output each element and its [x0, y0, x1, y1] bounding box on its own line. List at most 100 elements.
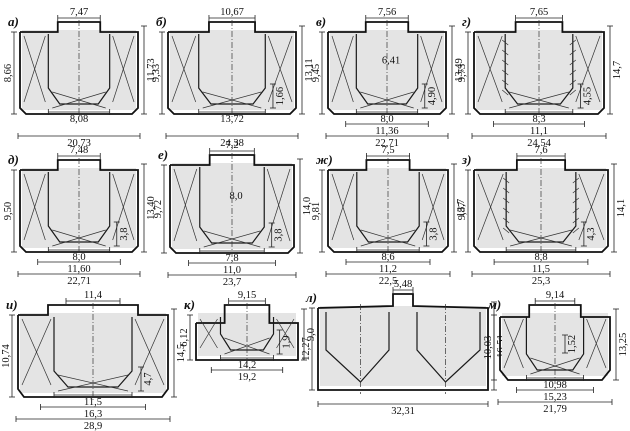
left-height-dimension: 9,50	[3, 202, 14, 220]
right-height-dimension: 11,73	[146, 58, 157, 81]
left-height-dimension: 9,73	[457, 64, 468, 82]
right-height-dimension: 13,25	[618, 333, 629, 357]
brace-line	[421, 173, 445, 241]
brace-line	[23, 35, 46, 103]
top-width-dimension: 7,47	[70, 7, 88, 18]
rib-mark	[501, 59, 509, 66]
left-height-dimension: 6,12	[179, 328, 190, 346]
overall-width-dimension: 21,79	[543, 404, 567, 415]
overall-width-dimension: 24,38	[220, 138, 244, 149]
brace-line	[199, 318, 218, 349]
middle-width-dimension: 19,2	[238, 372, 256, 383]
middle-width-dimension: 11,0	[223, 265, 241, 276]
brace-line	[266, 168, 291, 242]
brace-line	[575, 35, 601, 103]
section-fill	[320, 306, 486, 386]
rib-mark	[572, 187, 580, 194]
section-label: д)	[8, 152, 19, 167]
section-label: е)	[158, 147, 168, 162]
bottom-width-dimension: 11,5	[84, 397, 102, 408]
section-label: и)	[6, 297, 18, 312]
section-label: к)	[184, 297, 195, 312]
section-outline	[327, 159, 449, 253]
cavity-wall	[355, 34, 419, 105]
side-dimension: 1,9	[282, 335, 293, 348]
section-outline	[19, 21, 139, 115]
left-height-dimension: 9,33	[151, 64, 162, 82]
rib-mark	[501, 79, 509, 86]
bottom-width-dimension: 8,0	[380, 114, 393, 125]
left-height-dimension: 8,66	[3, 64, 14, 82]
section-outline	[167, 21, 297, 115]
brace-line	[224, 337, 270, 355]
rib-mark	[569, 39, 577, 46]
section-outline	[317, 293, 489, 391]
overall-width-dimension: 23,7	[223, 277, 241, 288]
side-dimension: 3,8	[119, 227, 130, 240]
bottom-width-dimension: 7,8	[225, 253, 238, 264]
brace-line	[171, 35, 197, 103]
top-width-dimension: 9,14	[546, 290, 565, 301]
rib-mark	[501, 89, 509, 96]
middle-width-dimension: 11,1	[530, 126, 548, 137]
cavity-wall	[356, 172, 420, 243]
bottom-width-dimension: 8,6	[381, 252, 394, 263]
brace-line	[173, 168, 198, 242]
top-width-dimension: 10,67	[220, 7, 244, 18]
side-dimension: 4,7	[143, 372, 154, 385]
rib-mark	[569, 89, 577, 96]
rib-mark	[502, 207, 510, 214]
bottom-width-dimension: 14,2	[238, 360, 256, 371]
top-width-dimension: 7,2	[225, 140, 238, 151]
section-outline	[17, 304, 169, 398]
side-dimension: 4,55	[583, 87, 594, 105]
section-outline	[19, 159, 139, 253]
left-height-dimension: 9,87	[457, 202, 468, 220]
left-height-dimension: 10,74	[1, 343, 12, 367]
rib-mark	[572, 177, 580, 184]
section-outline	[473, 21, 605, 115]
overall-width-dimension: 32,31	[391, 406, 415, 417]
top-width-dimension: 7,5	[381, 145, 394, 156]
rib-mark	[502, 197, 510, 204]
rib-mark	[572, 227, 580, 234]
left-height-dimension: 10,03	[483, 336, 494, 360]
middle-width-dimension: 15,23	[543, 392, 567, 403]
section-outline	[499, 304, 611, 381]
cavity-wall	[505, 172, 577, 243]
right-height-dimension: 13,11	[304, 58, 315, 81]
rib-mark	[501, 69, 509, 76]
inner-dimension: 6,41	[382, 55, 400, 66]
brace-line	[586, 318, 607, 369]
section-outline	[473, 159, 609, 253]
brace-line	[112, 173, 135, 241]
section-label: б)	[156, 14, 167, 29]
overall-width-dimension: 24,54	[527, 138, 551, 149]
cavity-wall	[53, 317, 133, 388]
middle-width-dimension: 16,3	[84, 409, 102, 420]
left-height-dimension: 9,81	[311, 202, 322, 220]
overall-width-dimension: 28,9	[84, 421, 102, 431]
section-label: ж)	[316, 152, 333, 167]
cavity-wall	[47, 34, 111, 105]
rib-mark	[572, 207, 580, 214]
overall-width-dimension: 22,5	[379, 276, 397, 287]
overall-width-dimension: 22,71	[375, 138, 399, 149]
top-width-dimension: 9,15	[238, 290, 256, 301]
brace-line	[134, 318, 165, 386]
top-width-dimension: 5,48	[394, 279, 412, 290]
right-height-dimension: 14,7	[612, 61, 623, 79]
side-dimension: 4,90	[427, 87, 438, 105]
section-label: г)	[462, 14, 471, 29]
section-outline	[169, 154, 295, 254]
rib-mark	[502, 227, 510, 234]
